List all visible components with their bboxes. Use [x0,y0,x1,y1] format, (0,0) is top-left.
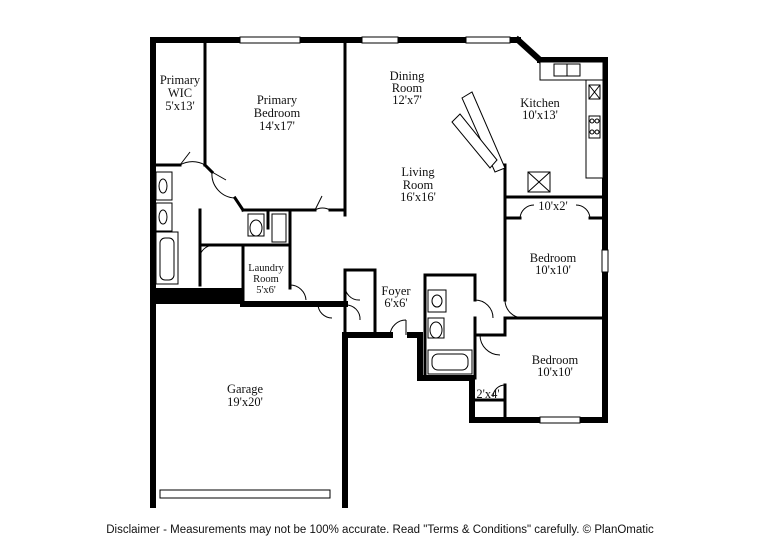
closet-small-size: 2'x4' [476,387,499,401]
laundry-room-size: 5'x6' [256,285,276,296]
room-labels: Primary WIC 5'x13' Primary Bedroom 14'x1… [160,69,579,409]
living-room-label-1: Living [401,165,435,179]
hall-bath-fixtures [427,289,473,375]
angled-wall [513,35,545,65]
primary-wic-label-2: WIC [168,86,192,100]
primary-wic-label-1: Primary [160,73,201,87]
living-room-size: 16'x16' [400,190,436,204]
laundry-room-label-2: Room [253,274,279,285]
disclaimer-text: Disclaimer - Measurements may not be 100… [106,524,654,536]
living-room-label-2: Room [403,178,434,192]
bedroom-2-size: 10'x10' [535,263,571,277]
dining-room-label-2: Room [392,81,423,95]
bedroom-2-label: Bedroom [530,251,577,265]
primary-bedroom-label-1: Primary [257,93,298,107]
kitchen-size: 10'x13' [522,108,558,122]
closet-hall-size: 10'x2' [538,199,568,213]
windows [159,36,609,499]
garage-label: Garage [227,382,264,396]
kitchen-label: Kitchen [520,96,560,110]
exterior-walls [150,37,608,508]
primary-bedroom-size: 14'x17' [259,119,295,133]
garage-size: 19'x20' [227,395,263,409]
doors [179,151,591,398]
bedroom-3-size: 10'x10' [537,365,573,379]
dining-room-size: 12'x7' [392,93,422,107]
primary-wic-size: 5'x13' [165,99,195,113]
dining-room-label-1: Dining [390,69,425,83]
kitchen-counters [451,61,604,193]
laundry-room-label-1: Laundry [248,263,284,274]
garage-wall-block [153,288,243,304]
foyer-size: 6'x6' [384,296,407,310]
bedroom-3-label: Bedroom [532,353,579,367]
foyer-label: Foyer [381,284,411,298]
primary-bedroom-label-2: Bedroom [254,106,301,120]
primary-bath-fixtures [155,171,287,285]
